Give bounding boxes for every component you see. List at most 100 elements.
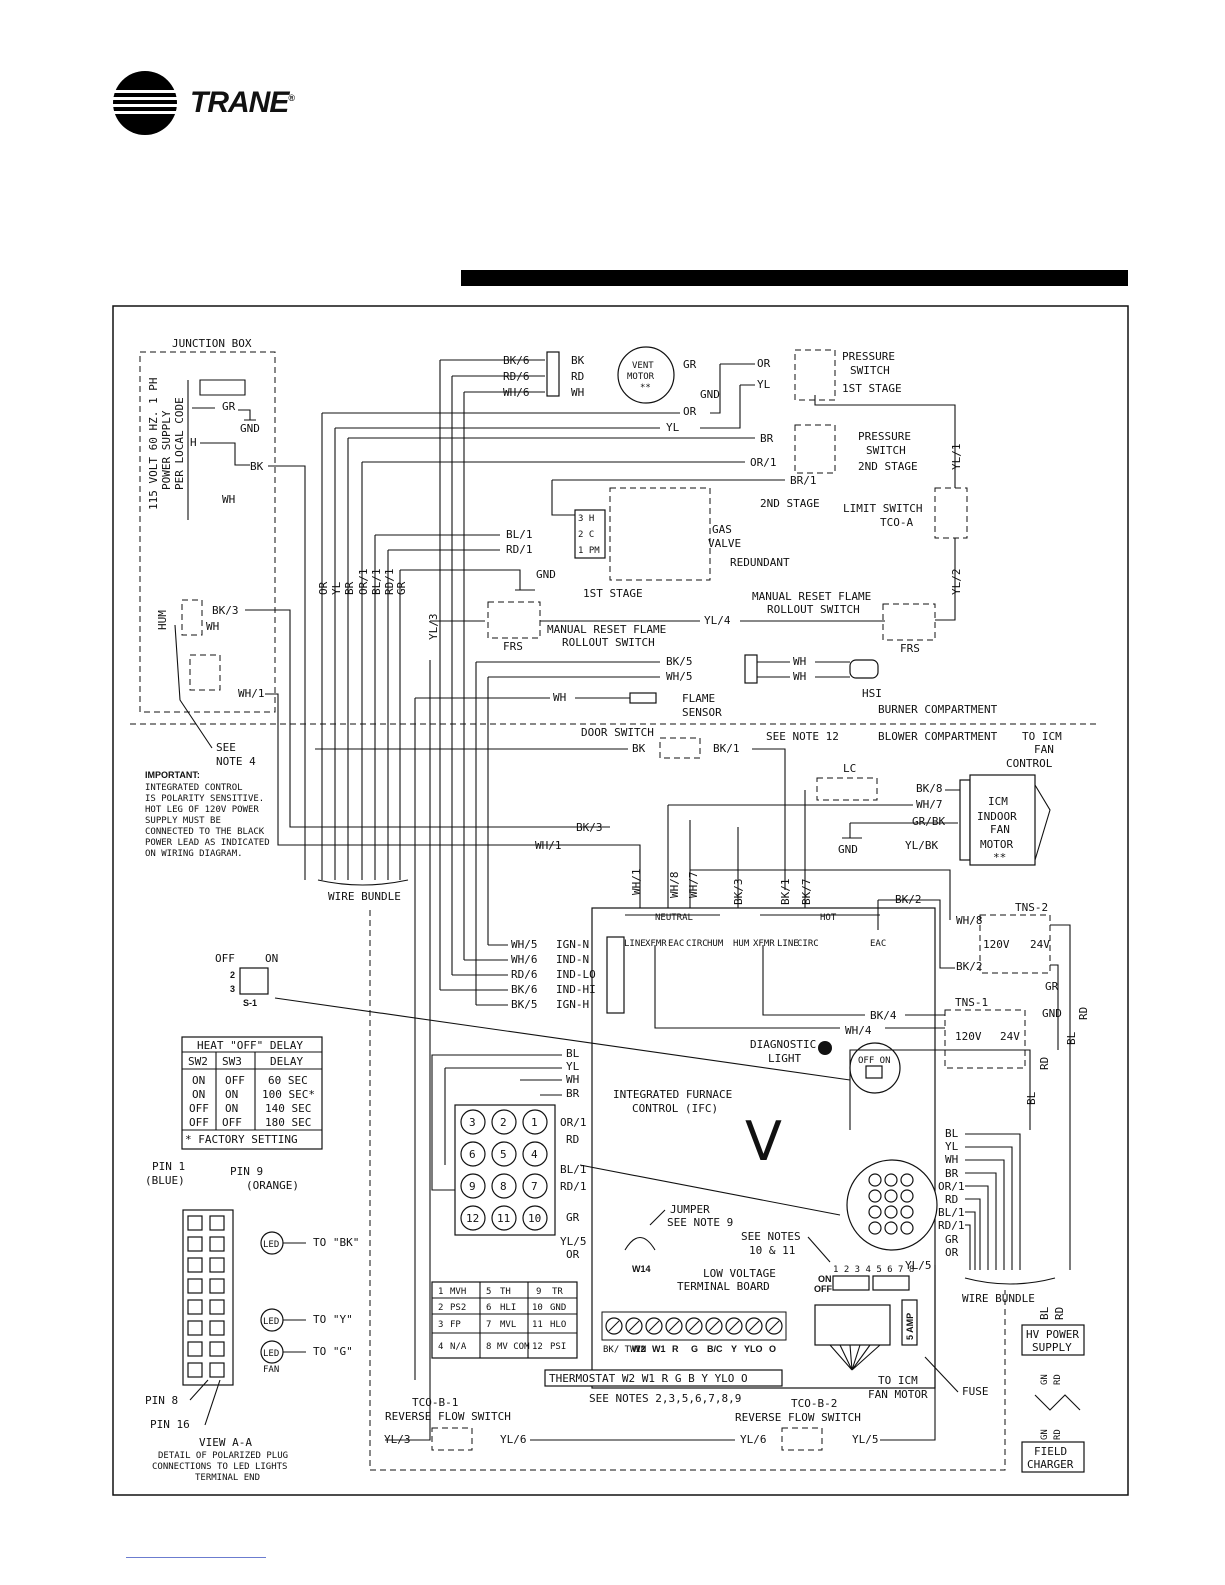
gv-title-2: VALVE <box>708 537 741 550</box>
right-plug-pin <box>900 1173 914 1187</box>
important-line-6: POWER LEAD AS INDICATED <box>145 838 270 848</box>
tns2-bk2: BK/2 <box>956 960 983 973</box>
rp-or: OR <box>945 1246 959 1259</box>
plug-5-pin: WH/5 IGN-N 5 WH/6 IND-N 4 RD/6 IND-LO 3 … <box>440 936 625 1014</box>
right-plug-pin <box>900 1189 914 1203</box>
screw-slot <box>628 1320 640 1332</box>
delay-r1-delay: 60 SEC <box>268 1074 308 1087</box>
rfs-yl3: YL/3 <box>384 1433 411 1446</box>
delay-r4-sw3: OFF <box>222 1116 242 1129</box>
vent-motor-label-1: VENT <box>632 361 654 371</box>
led-plug-pin <box>209 1320 225 1336</box>
lv-g: G <box>691 1344 698 1354</box>
delay-r2-sw3: ON <box>225 1088 238 1101</box>
s1-dip-icon <box>239 967 269 995</box>
gv-h: 3 H <box>578 514 594 524</box>
junction-box-outline <box>139 351 276 713</box>
lv-o: O <box>769 1344 776 1354</box>
ifc-term-xfmr-n: XFMR <box>645 939 667 949</box>
vent-motor-label-3: ** <box>640 383 651 393</box>
ps1-or: OR <box>757 357 771 370</box>
limit-switch: LIMIT SWITCH TCO-A YL/1 YL/2 <box>814 395 968 621</box>
ifc-term-hum-n: HUM <box>707 939 724 949</box>
gv-rd1: RD/1 <box>506 543 533 556</box>
right-plug-pin <box>900 1205 914 1219</box>
plug12-pin-number: 1 <box>531 1116 538 1129</box>
rfs-yl5: YL/5 <box>852 1433 879 1446</box>
frs-right: FRS <box>900 642 920 655</box>
rp-gr: GR <box>945 1233 959 1246</box>
rollout-left-1: MANUAL RESET FLAME <box>547 623 666 636</box>
delay-r2-sw2: ON <box>192 1088 205 1101</box>
view-detail-1: DETAIL OF POLARIZED PLUG <box>158 1451 288 1461</box>
tns2-title: TNS-2 <box>1015 901 1048 914</box>
plug12-pin-number: 2 <box>500 1116 507 1129</box>
p5-bk5: BK/5 <box>511 998 538 1011</box>
icm-gnd: GND <box>838 843 858 856</box>
to-y: TO "Y" <box>313 1313 353 1326</box>
flame-wh: WH <box>553 691 566 704</box>
plug12-pin <box>522 1173 548 1199</box>
jumper-label-2: SEE NOTE 9 <box>667 1216 733 1229</box>
view-detail-3: TERMINAL END <box>195 1473 260 1483</box>
ifc-term-xfmr-h: XFMR <box>753 939 775 949</box>
delay-h-sw2: SW2 <box>188 1055 208 1068</box>
important-line-1: INTEGRATED CONTROL <box>145 783 243 793</box>
plug12-pin-number: 8 <box>500 1180 507 1193</box>
right-plug-pin <box>868 1205 882 1219</box>
plug12-pin <box>460 1109 486 1135</box>
delay-r1-sw3: OFF <box>225 1074 245 1087</box>
trane-logo <box>112 70 312 136</box>
lv-w1: W1 <box>652 1344 666 1354</box>
lv-bc: B/C <box>707 1344 723 1354</box>
tns1-120v: 120V <box>955 1030 982 1043</box>
ifc-diag-1: DIAGNOSTIC <box>750 1038 816 1051</box>
p5-ind-n: IND-N <box>556 953 589 966</box>
important-line-5: CONNECTED TO THE BLACK <box>145 827 265 837</box>
delay-r2-delay: 100 SEC* <box>262 1088 315 1101</box>
ps2-br: BR <box>760 432 774 445</box>
led-plug-pin <box>187 1299 203 1315</box>
lv-w2: W2 <box>632 1344 646 1354</box>
right-plug-pin <box>900 1221 914 1235</box>
pt-th: TH <box>500 1287 511 1297</box>
rollout-left-2: ROLLOUT SWITCH <box>562 636 655 649</box>
led-plug-pin <box>209 1215 225 1231</box>
right-12-pin-plug: BL YL WH BR OR/1 RD BL/1 RD/1 GR OR WIRE… <box>846 1049 1056 1305</box>
vent-wh: WH <box>571 386 584 399</box>
icm-motor-1: ICM <box>988 795 1008 808</box>
limit-yl2: YL/2 <box>950 569 963 596</box>
junction-box: JUNCTION BOX 115 VOLT 60 HZ. 1 PH POWER … <box>139 337 306 880</box>
vent-rd: RD <box>571 370 584 383</box>
tns2-bl-side: BL <box>1065 1031 1078 1045</box>
right-plug-pin <box>884 1189 898 1203</box>
plug12-pin-number: 7 <box>531 1180 538 1193</box>
led-plug-pin <box>209 1341 225 1357</box>
led-plug-pin <box>187 1320 203 1336</box>
led-plug-view: PIN 1 (BLUE) PIN 9 (ORANGE) LED TO "BK" … <box>145 1160 359 1483</box>
screw-slot <box>648 1320 660 1332</box>
see-note4-2: NOTE 4 <box>216 755 256 768</box>
plug12-pin-number: 5 <box>500 1148 507 1161</box>
rollout-switches: YL/3 FRS MANUAL RESET FLAME ROLLOUT SWIT… <box>385 590 936 1441</box>
right-plug-pin <box>884 1205 898 1219</box>
tns2-gr: GR <box>1045 980 1059 993</box>
low-voltage-terminal-board: JUMPER SEE NOTE 9 W14 LOW VOLTAGE TERMIN… <box>544 1203 787 1405</box>
plug12-pin-number: 10 <box>528 1212 541 1225</box>
gv-gnd: GND <box>536 568 556 581</box>
led-plug-pin <box>209 1362 225 1378</box>
icm-fan-motor: TO ICM FAN CONTROL LC BK/8 WH/7 GR/BK YL… <box>667 730 1062 915</box>
rollout-right-2: ROLLOUT SWITCH <box>767 603 860 616</box>
rfs-left: REVERSE FLOW SWITCH <box>385 1410 511 1423</box>
lv-r: R <box>672 1344 679 1354</box>
pt-3: 3 <box>438 1320 443 1330</box>
rollout-right-1: MANUAL RESET FLAME <box>752 590 871 603</box>
pt-4: 4 <box>438 1342 443 1352</box>
hsi-wh5: WH/5 <box>666 670 693 683</box>
led-bk: LED <box>263 1240 279 1250</box>
important-line-4: SUPPLY MUST BE <box>145 816 221 826</box>
pin16-label: PIN 16 <box>150 1418 190 1431</box>
brand-name-text: TRANE <box>190 86 289 119</box>
plug12-pin <box>522 1141 548 1167</box>
